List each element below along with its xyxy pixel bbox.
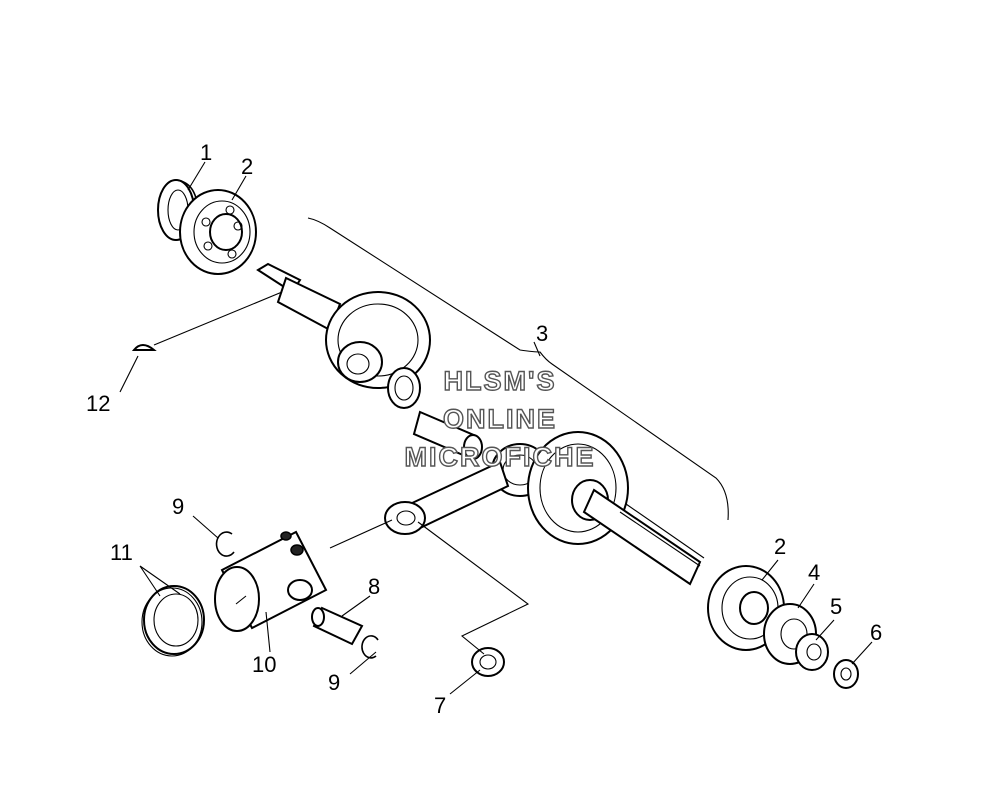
crankshaft-left-half xyxy=(256,262,431,409)
callout-9-bottom: 9 xyxy=(328,670,340,695)
callout-7: 7 xyxy=(434,693,446,718)
callout-10: 10 xyxy=(252,652,276,677)
crank-pin xyxy=(412,410,483,460)
part-6-nut xyxy=(833,659,859,689)
part-11-piston-rings xyxy=(141,585,205,657)
assembly-line xyxy=(329,519,530,655)
part-5-gear xyxy=(795,633,829,671)
callout-1: 1 xyxy=(200,140,212,165)
part-10-piston xyxy=(214,530,328,632)
callout-labels: 1 2 3 12 9 11 10 8 9 7 2 4 5 6 xyxy=(86,140,882,718)
leader-lines xyxy=(119,161,873,695)
watermark: HLSM'S ONLINE MICROFICHE xyxy=(404,365,596,472)
callout-9-top: 9 xyxy=(172,494,184,519)
callout-5: 5 xyxy=(830,594,842,619)
watermark-line-3: MICROFICHE xyxy=(405,442,596,472)
callout-4: 4 xyxy=(808,560,820,585)
callout-11: 11 xyxy=(110,540,133,565)
callout-2-left: 2 xyxy=(241,154,253,179)
part-8-piston-pin xyxy=(311,606,364,646)
part-9-clip-top xyxy=(215,531,235,557)
part-2-bearing-left xyxy=(179,189,257,275)
part-7-bearing xyxy=(471,647,505,677)
crankshaft-right-half xyxy=(527,431,705,586)
watermark-line-1: HLSM'S xyxy=(444,366,557,396)
callout-12: 12 xyxy=(86,391,110,416)
callout-8: 8 xyxy=(368,574,380,599)
callout-6: 6 xyxy=(870,620,882,645)
part-12-key xyxy=(131,291,283,351)
callout-3: 3 xyxy=(536,321,548,346)
watermark-line-2: ONLINE xyxy=(443,404,557,434)
part-3-bracket xyxy=(307,217,729,521)
callout-2-right: 2 xyxy=(774,534,786,559)
part-9-clip-bottom xyxy=(361,635,379,659)
